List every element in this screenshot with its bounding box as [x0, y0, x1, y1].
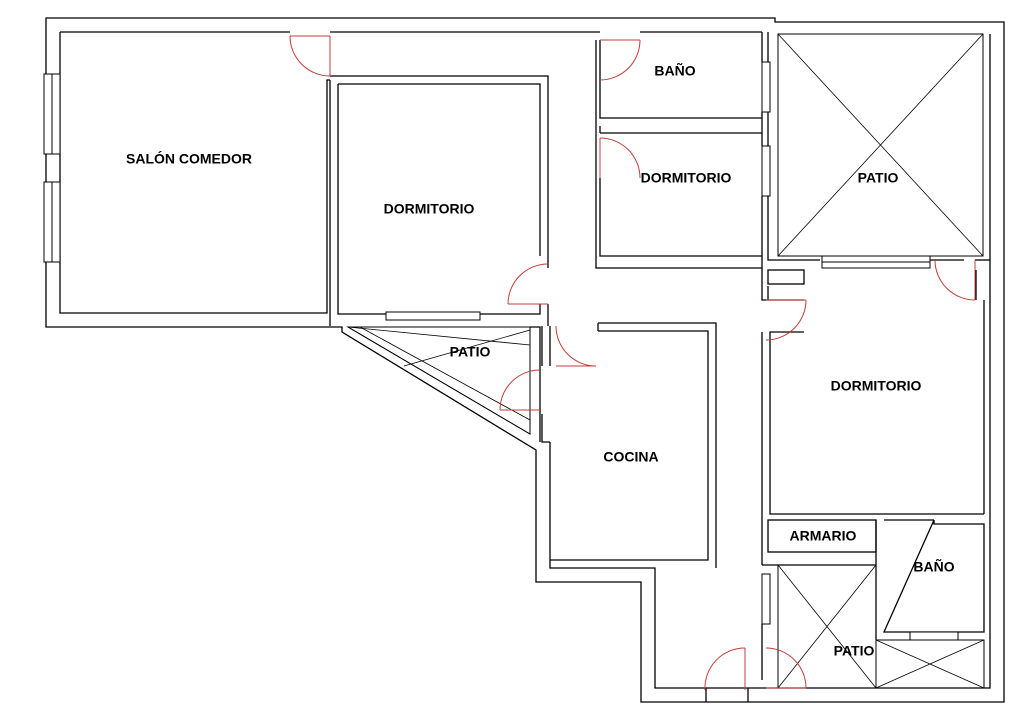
label-salon-comedor: SALÓN COMEDOR: [126, 150, 252, 167]
dormitorio-2-window: [761, 145, 771, 197]
bottom-corridor: [705, 688, 749, 702]
exterior-walls: [45, 17, 1005, 703]
door-bano-1: [599, 39, 641, 81]
door-patio-3: [765, 647, 807, 689]
label-armario: ARMARIO: [790, 528, 857, 544]
label-dormitorio-1: DORMITORIO: [384, 201, 475, 217]
door-patio-1: [934, 259, 976, 301]
patio-3-hatch: [761, 564, 985, 689]
dormitorio-1-walls: [329, 75, 549, 326]
corridor-walls: [595, 32, 990, 269]
label-patio-1: PATIO: [858, 170, 899, 186]
door-salon: [289, 35, 331, 77]
door-dormitorio-2: [599, 137, 641, 179]
label-dormitorio-3: DORMITORIO: [831, 378, 922, 394]
patio-2-hatch: [346, 326, 541, 442]
dormitorio-3-walls: [761, 270, 985, 565]
bano-1-window: [761, 61, 771, 113]
salon-windows: [43, 73, 61, 263]
label-patio-2: PATIO: [450, 344, 491, 360]
label-dormitorio-2: DORMITORIO: [641, 170, 732, 186]
door-cocina: [499, 369, 541, 411]
door-entry: [704, 647, 746, 691]
door-corridor: [555, 325, 597, 367]
label-patio-3: PATIO: [834, 643, 875, 659]
bano-2-walls: [875, 519, 985, 641]
door-dormitorio-1: [507, 263, 549, 305]
door-dormitorio-3: [765, 299, 807, 341]
cocina-walls: [541, 322, 717, 568]
patio-1-hatch: [777, 33, 984, 269]
label-bano-2: BAÑO: [913, 558, 954, 575]
label-bano-1: BAÑO: [654, 62, 695, 79]
doors: [289, 35, 976, 691]
utility-block: [761, 268, 805, 301]
label-cocina: COCINA: [603, 449, 658, 465]
room-labels: SALÓN COMEDOR DORMITORIO BAÑO DORMITORIO…: [126, 62, 955, 659]
